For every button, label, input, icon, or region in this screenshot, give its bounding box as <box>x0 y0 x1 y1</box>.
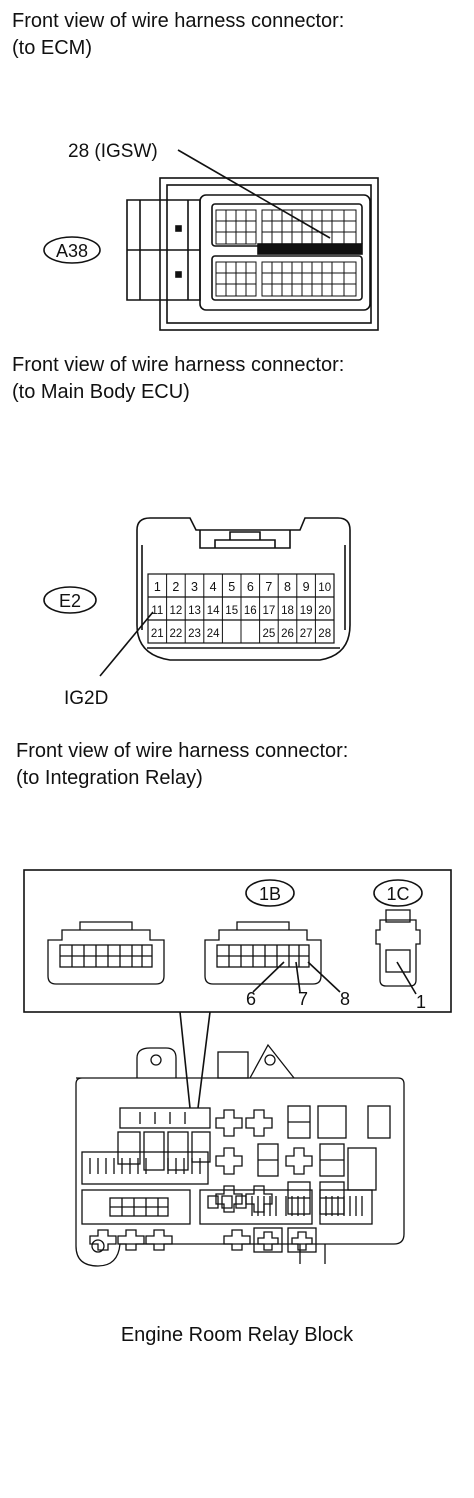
caption-line: Front view of wire harness connector: <box>12 354 345 376</box>
integration-relay-slot <box>119 1107 211 1129</box>
pin-label-8: 8 <box>340 989 350 1009</box>
pin-number: 26 <box>281 628 294 640</box>
pin-number: 16 <box>244 605 257 617</box>
pin-number: 14 <box>207 605 220 617</box>
connector-code-oval <box>43 586 97 614</box>
pin-label-1: 1 <box>416 992 426 1012</box>
center-key <box>257 243 363 255</box>
lock-dot <box>175 225 182 232</box>
pin-leader-line <box>99 611 154 677</box>
pin-number: 15 <box>225 605 238 617</box>
ecm-connector-a38: A38 28 (IGSW) <box>43 141 379 331</box>
mount-hole <box>91 1239 105 1253</box>
fuse-slot <box>117 1131 141 1165</box>
relay-connector-left <box>47 921 165 985</box>
caption-line: Front view of wire harness connector: <box>16 740 349 762</box>
connector-code-label: A38 <box>56 241 88 261</box>
detail-callout-line <box>179 1011 191 1109</box>
pin-number: 19 <box>300 605 313 617</box>
pin-leader-line <box>252 961 285 993</box>
pin-number: 27 <box>300 628 313 640</box>
pin-leader-line <box>295 961 301 993</box>
detail-callout-line <box>197 1011 211 1109</box>
pin-number: 28 <box>318 628 331 640</box>
pin-number: 17 <box>263 605 276 617</box>
pin-callout-label: IG2D <box>64 688 108 709</box>
pin-number: 10 <box>318 582 331 594</box>
mount-tab <box>249 1043 295 1079</box>
connector-outer-flange <box>159 177 379 331</box>
connector-top-lock <box>199 530 291 549</box>
main-body-connector-caption: Front view of wire harness connector: (t… <box>12 352 344 406</box>
caption-line: Front view of wire harness connector: <box>12 10 345 32</box>
caption-line: (to Integration Relay) <box>16 767 203 789</box>
mount-tab <box>136 1047 177 1078</box>
pin-number: 2 <box>172 580 179 594</box>
mount-tab <box>217 1051 249 1079</box>
relay-connector-1b <box>204 921 322 985</box>
pin-number: 1 <box>154 580 161 594</box>
pin-number: 23 <box>188 628 201 640</box>
connector-code-label: E2 <box>59 591 81 611</box>
fuse-slot <box>143 1131 165 1171</box>
cross-fuse-group <box>215 1109 313 1213</box>
pin-number: 22 <box>170 628 183 640</box>
mini-fuse-bank <box>199 1189 373 1225</box>
ecm-connector-caption: Front view of wire harness connector: (t… <box>12 8 344 62</box>
pin-number: 11 <box>151 605 163 617</box>
connector-housing <box>136 517 351 661</box>
pin-leader-line <box>396 961 417 995</box>
pin-callout-label: 28 (IGSW) <box>68 141 158 162</box>
pin-number: 5 <box>228 580 235 594</box>
caption-line: (to ECM) <box>12 37 92 59</box>
pin-number: 21 <box>151 628 164 640</box>
mount-hole <box>150 1054 162 1066</box>
pin-leader-line <box>307 961 341 993</box>
block-outline <box>75 1077 405 1267</box>
pin-number: 4 <box>210 580 217 594</box>
connector-code-1b: 1B <box>259 884 281 904</box>
connector-code-1c: 1C <box>386 884 409 904</box>
mini-fuse-row <box>81 1151 209 1185</box>
detail-frame <box>23 869 452 1013</box>
pin-number: 6 <box>247 580 254 594</box>
caption-line: (to Main Body ECU) <box>12 381 190 403</box>
pin-number: 12 <box>170 605 183 617</box>
pin-number: 18 <box>281 605 294 617</box>
cavity-grid <box>215 209 357 297</box>
pin-label-7: 7 <box>298 989 308 1009</box>
pin-number: 3 <box>191 580 198 594</box>
connector-code-oval <box>373 879 423 907</box>
pin-number: 20 <box>318 605 331 617</box>
connector-body <box>199 194 371 311</box>
cross-fuse-bottom <box>89 1227 317 1253</box>
cavity-area-lower <box>211 255 363 301</box>
fuse-slot <box>191 1131 211 1163</box>
integration-relay-detail: 1B 1C 6 7 8 1 <box>23 869 452 1109</box>
engine-room-relay-block <box>75 1043 405 1267</box>
mount-hole <box>264 1054 276 1066</box>
pin-number: 8 <box>284 580 291 594</box>
connector-inner-flange <box>166 184 372 324</box>
connector-code-oval <box>245 879 295 907</box>
lock-dot <box>175 271 182 278</box>
fuse-slot <box>167 1131 189 1171</box>
pin-label-6: 6 <box>246 989 256 1009</box>
connector-socket <box>81 1189 191 1225</box>
relay-connector-1c <box>375 909 421 987</box>
integration-relay-connector-caption: Front view of wire harness connector: (t… <box>16 738 348 792</box>
connector-code-oval <box>43 236 101 264</box>
relay-slots <box>257 1105 391 1215</box>
pin-leader-line <box>177 149 331 239</box>
pin-number: 13 <box>188 605 201 617</box>
pin-number: 9 <box>303 580 310 594</box>
pin-number: 25 <box>263 628 276 640</box>
pin-number: 7 <box>265 580 272 594</box>
engine-room-relay-block-label: Engine Room Relay Block <box>120 1324 354 1346</box>
pin-number: 24 <box>207 628 220 640</box>
